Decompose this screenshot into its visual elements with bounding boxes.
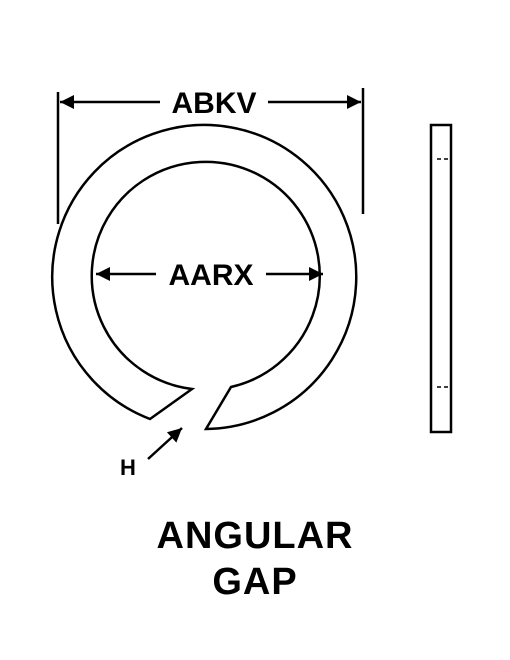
ring-outline bbox=[50, 123, 358, 431]
gap-leader-arrow bbox=[147, 427, 183, 460]
gap-label: H bbox=[120, 455, 136, 480]
abkv-label: ABKV bbox=[171, 87, 256, 120]
ring-side-view bbox=[429, 123, 453, 434]
aarx-label: AARX bbox=[168, 259, 253, 292]
caption-line-1: ANGULAR bbox=[156, 515, 354, 557]
caption-line-2: GAP bbox=[212, 561, 298, 603]
